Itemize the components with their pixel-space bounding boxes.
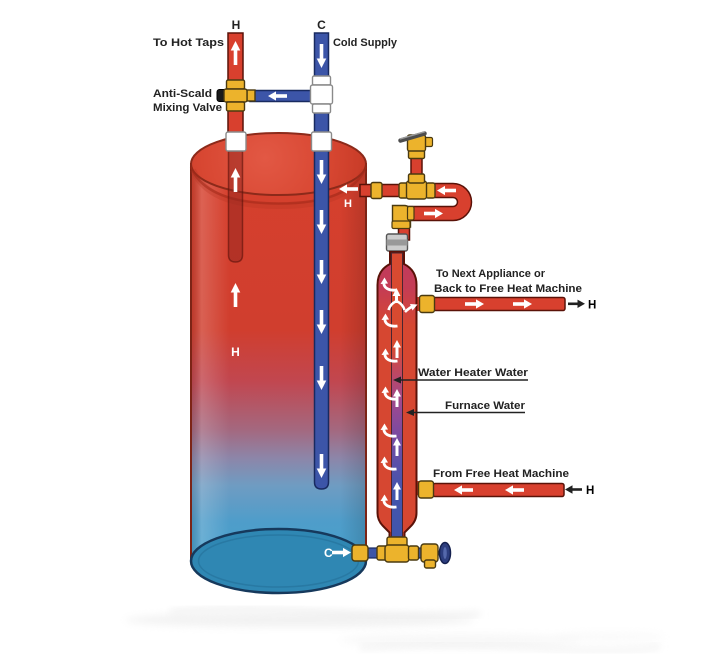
svg-text:To Next Appliance or: To Next Appliance or (436, 268, 546, 280)
svg-text:Furnace Water: Furnace Water (445, 400, 526, 412)
svg-text:Back to Free Heat Machine: Back to Free Heat Machine (434, 283, 582, 295)
svg-text:H: H (232, 18, 241, 32)
svg-text:H: H (231, 345, 240, 359)
svg-text:To Hot Taps: To Hot Taps (153, 37, 224, 49)
svg-text:Mixing Valve: Mixing Valve (153, 102, 222, 114)
svg-text:C: C (324, 546, 333, 560)
svg-text:H: H (344, 198, 352, 210)
svg-text:Cold Supply: Cold Supply (333, 37, 398, 49)
svg-text:H: H (586, 485, 594, 497)
svg-text:From Free Heat Machine: From Free Heat Machine (433, 468, 569, 480)
svg-text:C: C (317, 18, 326, 32)
svg-text:Anti-Scald: Anti-Scald (153, 88, 212, 100)
svg-text:Water Heater Water: Water Heater Water (418, 367, 529, 379)
svg-text:H: H (588, 300, 596, 312)
